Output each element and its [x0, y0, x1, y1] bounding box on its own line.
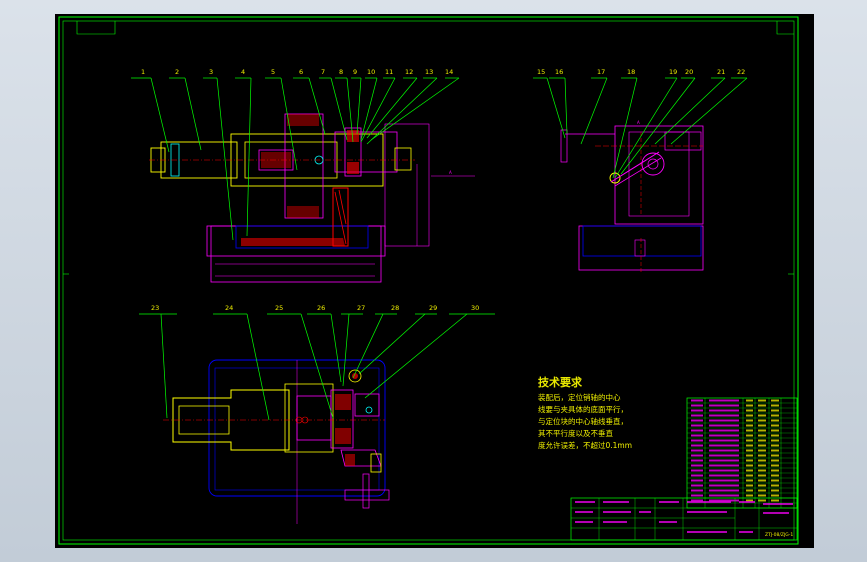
- balloon-16: 16: [555, 68, 563, 76]
- balloon-29: 29: [429, 304, 437, 312]
- side-view: A: [560, 120, 704, 272]
- balloon-15: 15: [537, 68, 545, 76]
- balloon-19: 19: [669, 68, 677, 76]
- balloon-10: 10: [367, 68, 375, 76]
- balloon-9: 9: [353, 68, 357, 76]
- drawing-sheet[interactable]: A A: [55, 14, 814, 548]
- balloon-27: 27: [357, 304, 365, 312]
- tech-req-line: 线要与夹具体的底面平行，: [538, 405, 628, 414]
- svg-text:A: A: [449, 170, 452, 175]
- balloon-17: 17: [597, 68, 605, 76]
- balloon-3: 3: [209, 68, 213, 76]
- inner-frame: [62, 20, 795, 541]
- corner-mark: [76, 21, 116, 35]
- balloon-28: 28: [391, 304, 399, 312]
- balloon-26: 26: [317, 304, 325, 312]
- tech-req-line: 与定位块的中心轴线垂直，: [538, 417, 628, 426]
- balloon-8: 8: [339, 68, 343, 76]
- balloon-25: 25: [275, 304, 283, 312]
- tech-req-line: 度允许误差，不超过0.1mm: [538, 441, 633, 450]
- balloon-20: 20: [685, 68, 693, 76]
- balloon-2: 2: [175, 68, 179, 76]
- balloon-21: 21: [717, 68, 725, 76]
- balloon-30: 30: [471, 304, 479, 312]
- corner-mark-right: [776, 21, 794, 35]
- leader-lines: [131, 77, 748, 421]
- balloon-1: 1: [141, 68, 145, 76]
- svg-text:A: A: [637, 120, 640, 125]
- balloon-4: 4: [241, 68, 245, 76]
- balloon-14: 14: [445, 68, 453, 76]
- fixture-drawing: A A: [58, 16, 799, 545]
- top-view: [163, 359, 390, 524]
- balloon-numbers: 1 2 3 4 5 6 7 8 9 10 11 12 13 14 15 16 1…: [141, 68, 745, 312]
- balloon-22: 22: [737, 68, 745, 76]
- balloon-18: 18: [627, 68, 635, 76]
- tech-req-line: 装配后，定位销轴的中心: [538, 393, 621, 402]
- outer-frame: [58, 16, 799, 545]
- technical-requirements: 技术要求 装配后，定位销轴的中心 线要与夹具体的底面平行， 与定位块的中心轴线垂…: [538, 374, 708, 452]
- drawing-number: ZTJ-08/ZJG-1: [765, 532, 793, 538]
- balloon-11: 11: [385, 68, 393, 76]
- parts-list: [686, 397, 798, 509]
- balloon-24: 24: [225, 304, 233, 312]
- balloon-12: 12: [405, 68, 413, 76]
- title-block: ZTJ-08/ZJG-1: [570, 497, 798, 541]
- balloon-5: 5: [271, 68, 275, 76]
- tech-req-line: 其不平行度以及不垂直: [538, 429, 613, 438]
- tech-req-title: 技术要求: [538, 376, 582, 389]
- balloon-13: 13: [425, 68, 433, 76]
- balloon-23: 23: [151, 304, 159, 312]
- balloon-6: 6: [299, 68, 303, 76]
- balloon-7: 7: [321, 68, 325, 76]
- front-section-view: A: [149, 113, 475, 283]
